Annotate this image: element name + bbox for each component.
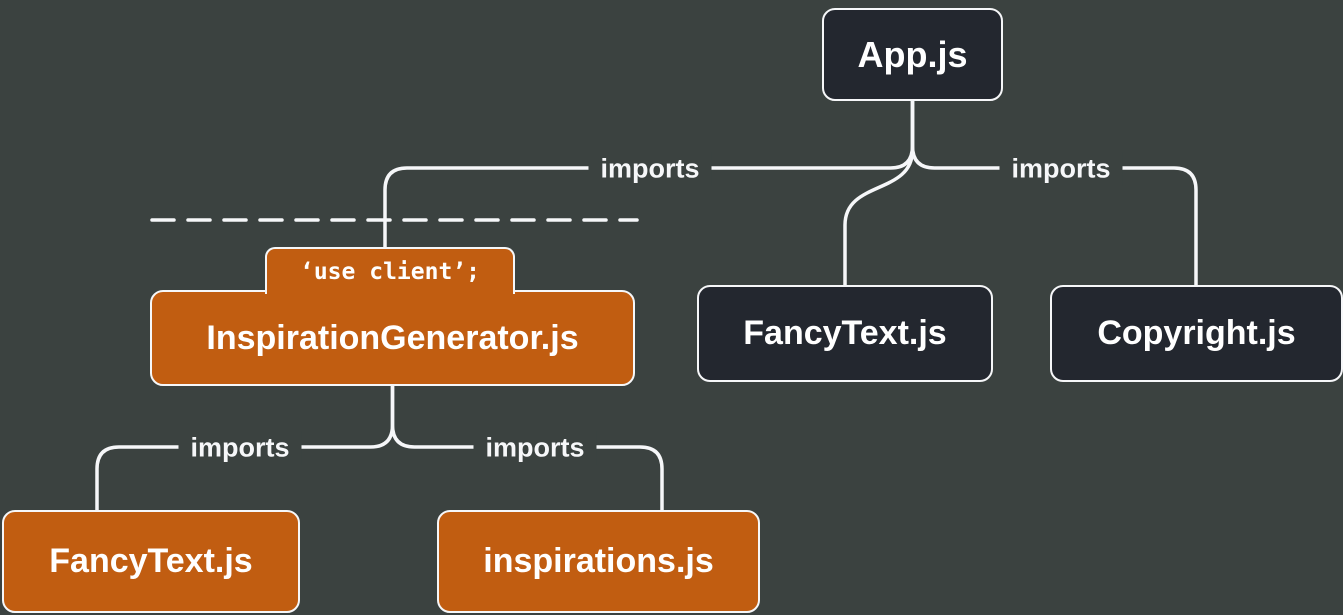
node-label: InspirationGenerator.js: [206, 318, 579, 357]
node-label: inspirations.js: [483, 542, 714, 580]
node-fancytext-js-server: FancyText.js: [697, 285, 993, 382]
use-client-directive-text: ‘use client’;: [299, 258, 480, 285]
imports-label: imports: [999, 151, 1123, 187]
node-label: FancyText.js: [743, 314, 947, 352]
node-fancytext-js-client: FancyText.js: [2, 510, 300, 613]
node-inspirations-js: inspirations.js: [437, 510, 760, 613]
edge-app-to-fancytext-server: [843, 99, 915, 289]
node-label: FancyText.js: [49, 542, 253, 580]
edge-app-to-copyright: [910, 99, 1198, 289]
node-label: App.js: [857, 33, 968, 75]
node-label: Copyright.js: [1097, 314, 1296, 352]
imports-label: imports: [473, 430, 597, 466]
imports-label: imports: [178, 430, 302, 466]
node-inspiration-generator-js: InspirationGenerator.js: [150, 290, 635, 386]
use-client-badge: ‘use client’;: [265, 247, 515, 294]
imports-label: imports: [588, 151, 712, 187]
node-app-js: App.js: [822, 8, 1003, 101]
node-copyright-js: Copyright.js: [1050, 285, 1343, 382]
